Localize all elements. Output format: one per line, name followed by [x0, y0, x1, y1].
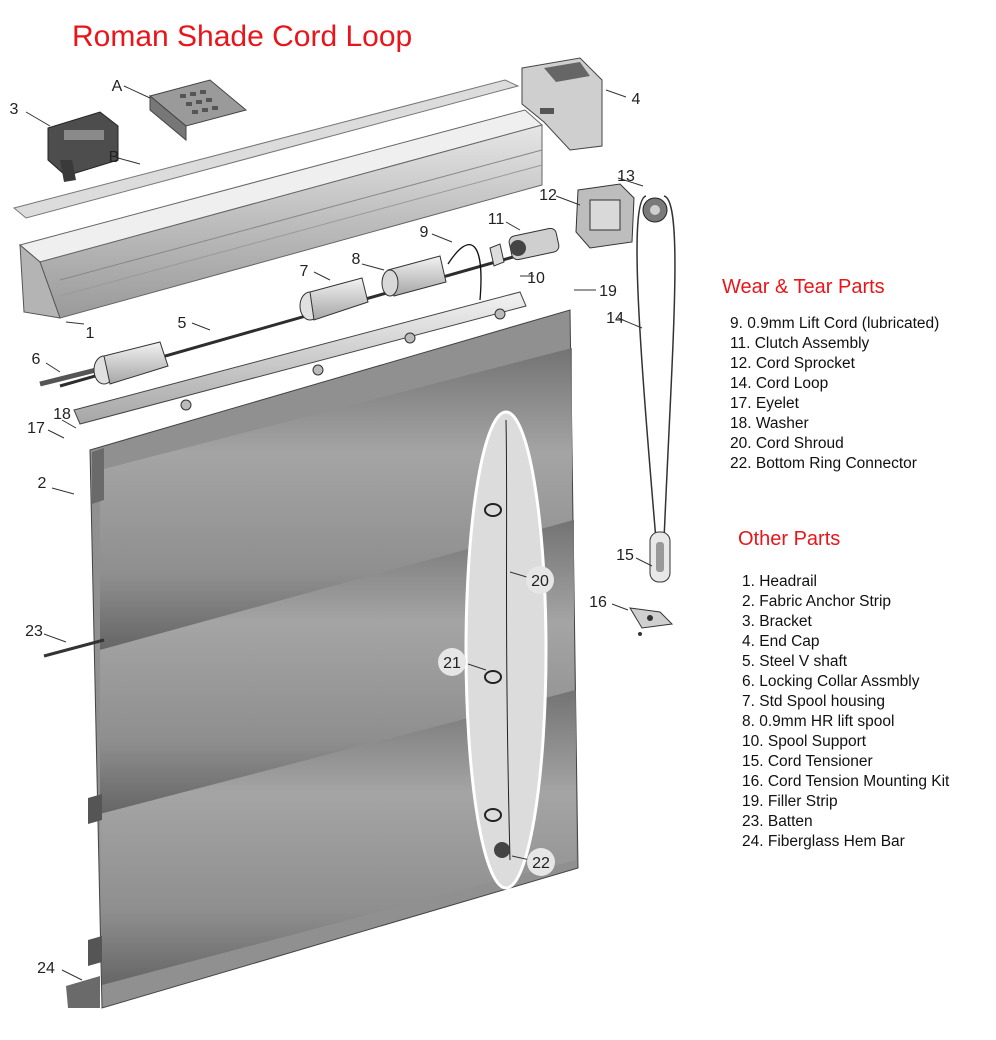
- wear-tear-item: 11. Clutch Assembly: [730, 335, 870, 352]
- filler-strip-b: [12, 79, 520, 219]
- callout-3: 3: [10, 101, 19, 118]
- wear-tear-item: 9. 0.9mm Lift Cord (lubricated): [730, 315, 940, 332]
- callout-4: 4: [632, 91, 641, 108]
- wear-tear-item: 17. Eyelet: [730, 395, 799, 412]
- callout-12: 12: [539, 187, 557, 204]
- callout-10: 10: [527, 270, 545, 287]
- callout-16: 16: [589, 594, 607, 611]
- other-part-item: 24. Fiberglass Hem Bar: [742, 833, 905, 850]
- callout-5: 5: [178, 315, 187, 332]
- fabric-panel: [66, 308, 579, 1009]
- callout-13: 13: [617, 168, 635, 185]
- sprocket-wheel: [642, 197, 668, 223]
- part-a: [148, 79, 248, 142]
- leader-lines: [25, 85, 653, 981]
- callout-7: 7: [300, 263, 309, 280]
- other-parts-list: 1. Headrail 2. Fabric Anchor Strip 3. Br…: [742, 572, 949, 852]
- cord-loop: [636, 195, 676, 541]
- wear-tear-item: 14. Cord Loop: [730, 375, 829, 392]
- callout-20: 20: [531, 573, 549, 590]
- mounting-kit: [629, 607, 674, 636]
- other-part-item: 3. Bracket: [742, 613, 812, 630]
- page-title: Roman Shade Cord Loop: [72, 20, 413, 53]
- lift-cord: [447, 244, 482, 301]
- callout-22: 22: [532, 855, 550, 872]
- other-part-item: 6. Locking Collar Assmbly: [742, 673, 920, 690]
- detail-oval: [464, 410, 548, 890]
- end-cap: [521, 57, 603, 151]
- other-part-item: 10. Spool Support: [742, 733, 867, 750]
- wear-tear-list: 9. 0.9mm Lift Cord (lubricated) 11. Clut…: [730, 314, 939, 474]
- spool-support: [489, 243, 505, 267]
- callout-23: 23: [25, 623, 43, 640]
- callout-15: 15: [616, 547, 634, 564]
- callout-17: 17: [27, 420, 45, 437]
- callout-1: 1: [86, 325, 95, 342]
- wear-tear-item: 20. Cord Shroud: [730, 435, 844, 452]
- bracket: [47, 111, 119, 182]
- callout-8: 8: [352, 251, 361, 268]
- anchor-roll: [73, 291, 527, 425]
- callout-18: 18: [53, 406, 71, 423]
- callout-9: 9: [420, 224, 429, 241]
- clutch-assembly: [508, 227, 560, 261]
- wear-tear-item: 18. Washer: [730, 415, 809, 432]
- locking-collar: [39, 367, 97, 387]
- other-parts-title: Other Parts: [738, 528, 841, 550]
- other-part-item: 16. Cord Tension Mounting Kit: [742, 773, 950, 790]
- lift-spool: [381, 255, 447, 297]
- batten: [43, 638, 105, 658]
- other-part-item: 2. Fabric Anchor Strip: [742, 593, 892, 610]
- callout-24: 24: [37, 960, 55, 977]
- callout-b: B: [109, 149, 120, 166]
- callout-11: 11: [488, 211, 505, 228]
- other-part-item: 4. End Cap: [742, 633, 820, 650]
- callout-19: 19: [599, 283, 617, 300]
- callout-a: A: [112, 78, 123, 95]
- callout-2: 2: [38, 475, 47, 492]
- spool-housing-left: [93, 341, 169, 385]
- wear-tear-item: 22. Bottom Ring Connector: [730, 455, 917, 472]
- cord-sprocket: [575, 183, 635, 249]
- cord-tensioner: [649, 531, 671, 583]
- other-part-item: 5. Steel V shaft: [742, 653, 848, 670]
- other-part-item: 23. Batten: [742, 813, 813, 830]
- other-part-item: 8. 0.9mm HR lift spool: [742, 713, 895, 730]
- callout-21: 21: [443, 655, 461, 672]
- wear-tear-title: Wear & Tear Parts: [722, 276, 885, 298]
- callout-14: 14: [606, 310, 624, 327]
- other-part-item: 1. Headrail: [742, 573, 817, 590]
- headrail: [18, 109, 544, 319]
- wear-tear-item: 12. Cord Sprocket: [730, 355, 855, 372]
- other-part-item: 7. Std Spool housing: [742, 693, 886, 710]
- other-part-item: 15. Cord Tensioner: [742, 753, 873, 770]
- callout-6: 6: [32, 351, 41, 368]
- spool-housing-mid: [299, 277, 369, 321]
- other-part-item: 19. Filler Strip: [742, 793, 838, 810]
